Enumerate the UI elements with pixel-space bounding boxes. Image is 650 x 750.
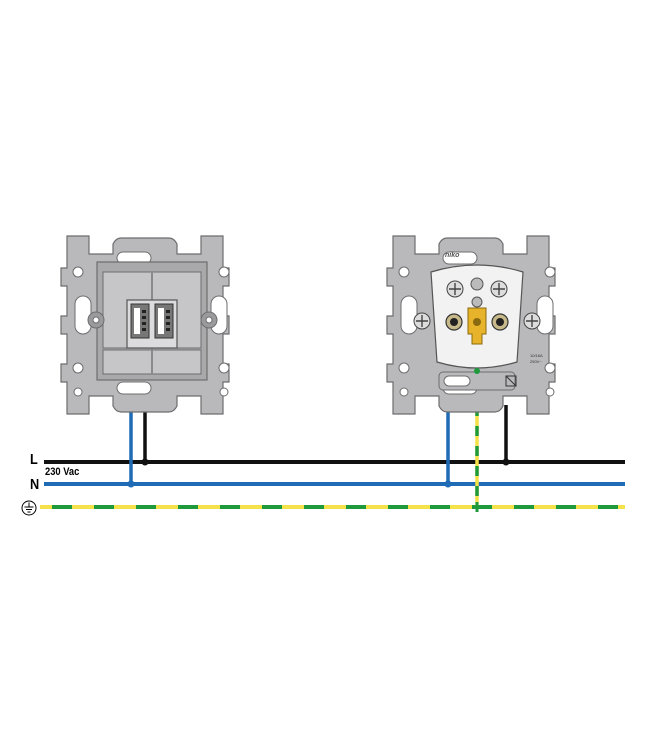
wires: [40, 380, 625, 512]
svg-text:250V~: 250V~: [530, 359, 542, 364]
usb-charger-module: [60, 235, 230, 415]
brand-mark: niko: [445, 252, 460, 259]
svg-text:10/16A: 10/16A: [530, 353, 543, 358]
usb-port-icon: [154, 303, 174, 339]
earth-pin-icon: [467, 307, 487, 345]
protective-earth-icon: [21, 500, 37, 516]
neutral-conductor-label: N: [30, 476, 40, 493]
socket-contact-icon: [445, 313, 463, 331]
line-conductor-label: L: [30, 451, 38, 468]
usb-port-icon: [130, 303, 150, 339]
voltage-label: 230 Vac: [45, 466, 80, 478]
socket-contact-icon: [491, 313, 509, 331]
socket-outlet-module: niko 10/1: [386, 235, 556, 415]
